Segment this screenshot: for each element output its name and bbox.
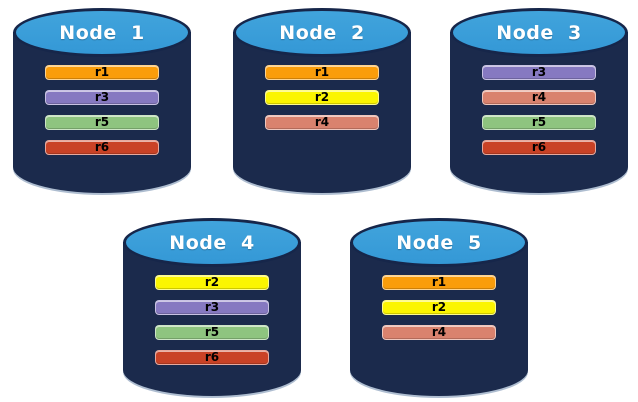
replica-bar-r1: r1 [382,275,496,290]
replica-bar-r4: r4 [265,115,379,130]
replica-bar-r2: r2 [382,300,496,315]
replica-bar-r6: r6 [155,350,269,365]
database-node-1: Node 1 r1 r3 r5 r6 [13,8,191,193]
cylinder-body [450,32,628,193]
replica-list: r1 r3 r5 r6 [13,65,191,155]
replica-list: r2 r3 r5 r6 [123,275,301,365]
replica-list: r3 r4 r5 r6 [450,65,628,155]
cylinder-top: Node 1 [13,8,191,57]
replica-bar-r5: r5 [45,115,159,130]
cylinder-top: Node 2 [233,8,411,57]
replica-bar-r2: r2 [265,90,379,105]
replica-list: r1 r2 r4 [233,65,411,130]
node-label: Node 2 [279,21,365,44]
cylinder-top: Node 5 [350,218,528,267]
replica-bar-r6: r6 [482,140,596,155]
replica-bar-r5: r5 [482,115,596,130]
cylinder-body [123,242,301,396]
database-node-3: Node 3 r3 r4 r5 r6 [450,8,628,193]
replica-bar-r3: r3 [155,300,269,315]
replica-bar-r1: r1 [265,65,379,80]
database-node-2: Node 2 r1 r2 r4 [233,8,411,193]
node-label: Node 1 [59,21,145,44]
cylinder-top: Node 3 [450,8,628,57]
cylinder-body [13,32,191,193]
node-label: Node 5 [396,231,482,254]
node-label: Node 3 [496,21,582,44]
replica-bar-r5: r5 [155,325,269,340]
replica-bar-r3: r3 [45,90,159,105]
replica-bar-r6: r6 [45,140,159,155]
node-label: Node 4 [169,231,255,254]
database-node-5: Node 5 r1 r2 r4 [350,218,528,396]
replica-bar-r4: r4 [382,325,496,340]
cylinder-top: Node 4 [123,218,301,267]
cylinder-body [350,242,528,396]
replica-bar-r3: r3 [482,65,596,80]
replica-bar-r2: r2 [155,275,269,290]
replica-bar-r4: r4 [482,90,596,105]
cylinder-body [233,32,411,193]
replica-list: r1 r2 r4 [350,275,528,340]
database-node-4: Node 4 r2 r3 r5 r6 [123,218,301,396]
replica-bar-r1: r1 [45,65,159,80]
